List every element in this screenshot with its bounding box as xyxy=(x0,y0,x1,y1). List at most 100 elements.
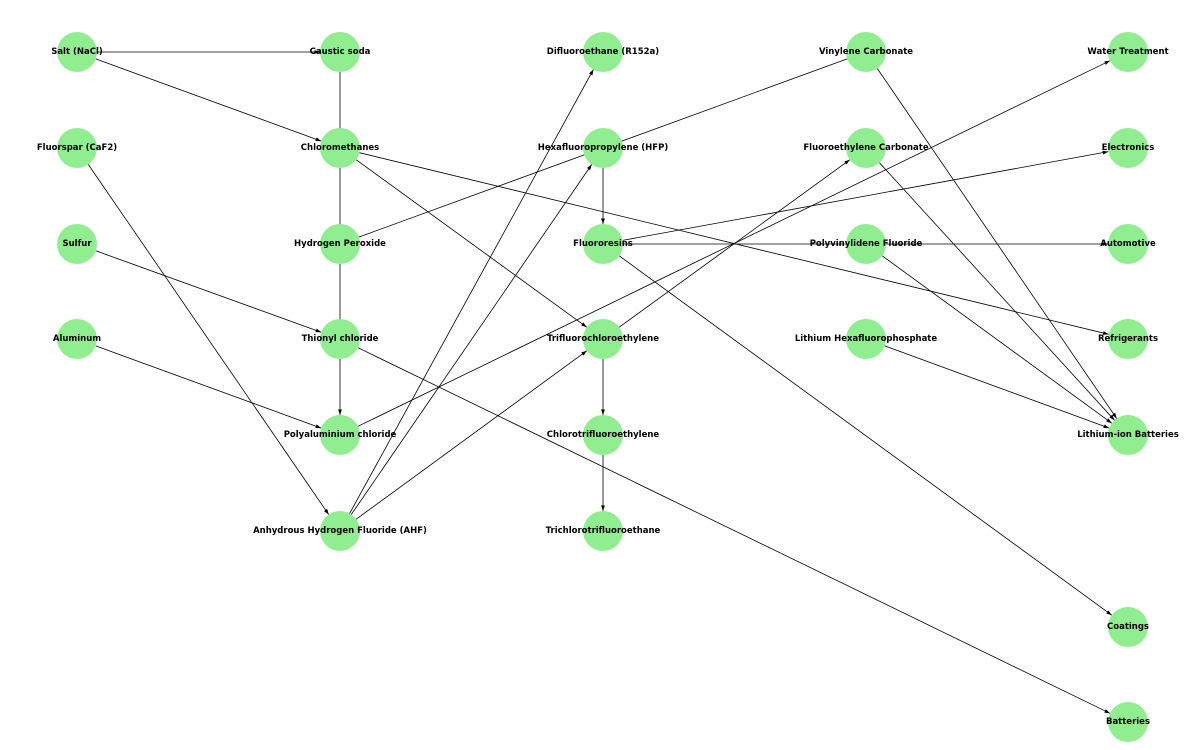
edge-salt-to-chloromethanes xyxy=(95,58,322,142)
node-circle-water xyxy=(1108,32,1148,72)
node-chloromethanes: Chloromethanes xyxy=(301,128,379,168)
node-circle-chloromethanes xyxy=(320,128,360,168)
node-circle-electronics xyxy=(1108,128,1148,168)
node-water: Water Treatment xyxy=(1087,32,1169,72)
node-hfp: Hexafluoropropylene (HFP) xyxy=(538,128,669,168)
node-vc: Vinylene Carbonate xyxy=(819,32,913,72)
edge-fluororesins-to-coatings xyxy=(618,255,1113,616)
node-label-pac: Polyaluminium chloride xyxy=(284,430,397,440)
node-aluminum: Aluminum xyxy=(53,319,101,359)
node-label-fec: Fluoroethylene Carbonate xyxy=(803,143,928,153)
node-electronics: Electronics xyxy=(1102,128,1155,168)
edge-ahf-to-r152a xyxy=(349,69,594,514)
node-label-tcfe: Trichlorotrifluoroethane xyxy=(546,526,661,536)
node-label-thionyl: Thionyl chloride xyxy=(302,334,379,344)
node-label-libatt: Lithium-ion Batteries xyxy=(1077,430,1179,440)
edge-tfce-to-fec xyxy=(618,159,851,328)
edge-ahf-to-tfce xyxy=(355,350,588,520)
node-thionyl: Thionyl chloride xyxy=(302,319,379,359)
node-circle-caustic xyxy=(320,32,360,72)
edge-fec-to-libatt xyxy=(879,162,1115,421)
node-batteries: Batteries xyxy=(1106,702,1150,742)
node-circle-fluororesins xyxy=(583,224,623,264)
node-circle-automotive xyxy=(1108,224,1148,264)
node-tcfe: Trichlorotrifluoroethane xyxy=(546,511,661,551)
node-lipf6: Lithium Hexafluorophosphate xyxy=(795,319,938,359)
node-label-fluororesins: Fluororesins xyxy=(573,239,633,249)
node-label-batteries: Batteries xyxy=(1106,717,1150,727)
node-label-sulfur: Sulfur xyxy=(62,239,92,249)
node-circle-tfce xyxy=(583,319,623,359)
node-circle-thionyl xyxy=(320,319,360,359)
edges-layer xyxy=(87,50,1118,714)
node-pac: Polyaluminium chloride xyxy=(284,415,397,455)
node-automotive: Automotive xyxy=(1100,224,1156,264)
node-refrigerants: Refrigerants xyxy=(1098,319,1158,359)
node-ahf: Anhydrous Hydrogen Fluoride (AHF) xyxy=(253,511,427,551)
node-circle-refrigerants xyxy=(1108,319,1148,359)
node-circle-coatings xyxy=(1108,607,1148,647)
edge-fluororesins-to-electronics xyxy=(622,150,1109,241)
node-circle-peroxide xyxy=(320,224,360,264)
node-circle-aluminum xyxy=(57,319,97,359)
node-label-vc: Vinylene Carbonate xyxy=(819,47,913,57)
node-tfce: Trifluorochloroethylene xyxy=(547,319,659,359)
node-sulfur: Sulfur xyxy=(57,224,97,264)
node-fluorspar: Fluorspar (CaF2) xyxy=(37,128,117,168)
node-circle-ctfe xyxy=(583,415,623,455)
node-label-fluorspar: Fluorspar (CaF2) xyxy=(37,143,117,153)
node-circle-hfp xyxy=(583,128,623,168)
node-label-pvdf: Polyvinylidene Fluoride xyxy=(810,239,923,249)
edge-thionyl-to-batteries xyxy=(357,347,1111,714)
node-label-electronics: Electronics xyxy=(1102,143,1155,153)
node-label-aluminum: Aluminum xyxy=(53,334,101,344)
node-label-hfp: Hexafluoropropylene (HFP) xyxy=(538,143,669,153)
node-ctfe: Chlorotrifluoroethylene xyxy=(547,415,660,455)
node-peroxide: Hydrogen Peroxide xyxy=(294,224,386,264)
edge-chloromethanes-to-tfce xyxy=(355,159,588,328)
node-label-lipf6: Lithium Hexafluorophosphate xyxy=(795,334,938,344)
nodes-layer: Salt (NaCl) Fluorspar (CaF2) SulfurAluminu… xyxy=(37,32,1179,742)
node-circle-vc xyxy=(846,32,886,72)
node-label-chloromethanes: Chloromethanes xyxy=(301,143,379,153)
node-circle-tcfe xyxy=(583,511,623,551)
node-circle-fluorspar xyxy=(57,128,97,168)
node-circle-libatt xyxy=(1108,415,1148,455)
node-label-tfce: Trifluorochloroethylene xyxy=(547,334,659,344)
node-fec: Fluoroethylene Carbonate xyxy=(803,128,929,168)
node-label-peroxide: Hydrogen Peroxide xyxy=(294,239,386,249)
node-circle-pac xyxy=(320,415,360,455)
node-pvdf: Polyvinylidene Fluoride xyxy=(810,224,923,264)
edge-aluminum-to-pac xyxy=(95,345,322,429)
node-label-r152a: Difluoroethane (R152a) xyxy=(547,47,659,57)
node-coatings: Coatings xyxy=(1107,607,1149,647)
edge-fluorspar-to-ahf xyxy=(87,164,330,515)
node-label-ahf: Anhydrous Hydrogen Fluoride (AHF) xyxy=(253,526,427,536)
node-circle-ahf xyxy=(320,511,360,551)
node-circle-batteries xyxy=(1108,702,1148,742)
node-circle-r152a xyxy=(583,32,623,72)
node-r152a: Difluoroethane (R152a) xyxy=(547,32,659,72)
node-circle-salt xyxy=(57,32,97,72)
node-label-salt: Salt (NaCl) xyxy=(51,47,103,57)
node-salt: Salt (NaCl) xyxy=(51,32,103,72)
node-fluororesins: Fluororesins xyxy=(573,224,633,264)
edge-pvdf-to-libatt xyxy=(881,255,1113,424)
node-circle-pvdf xyxy=(846,224,886,264)
node-label-water: Water Treatment xyxy=(1087,47,1168,57)
edge-lipf6-to-libatt xyxy=(884,345,1110,429)
edge-ahf-to-hfp xyxy=(350,164,593,515)
node-circle-sulfur xyxy=(57,224,97,264)
edge-vc-to-libatt xyxy=(876,68,1118,419)
edge-sulfur-to-thionyl xyxy=(95,250,322,333)
node-caustic: Caustic soda xyxy=(310,32,371,72)
node-label-coatings: Coatings xyxy=(1107,622,1149,632)
node-circle-fec xyxy=(846,128,886,168)
node-label-caustic: Caustic soda xyxy=(310,47,371,57)
node-label-ctfe: Chlorotrifluoroethylene xyxy=(547,430,660,440)
node-circle-lipf6 xyxy=(846,319,886,359)
node-label-refrigerants: Refrigerants xyxy=(1098,334,1158,344)
node-libatt: Lithium-ion Batteries xyxy=(1077,415,1179,455)
node-label-automotive: Automotive xyxy=(1100,239,1156,249)
